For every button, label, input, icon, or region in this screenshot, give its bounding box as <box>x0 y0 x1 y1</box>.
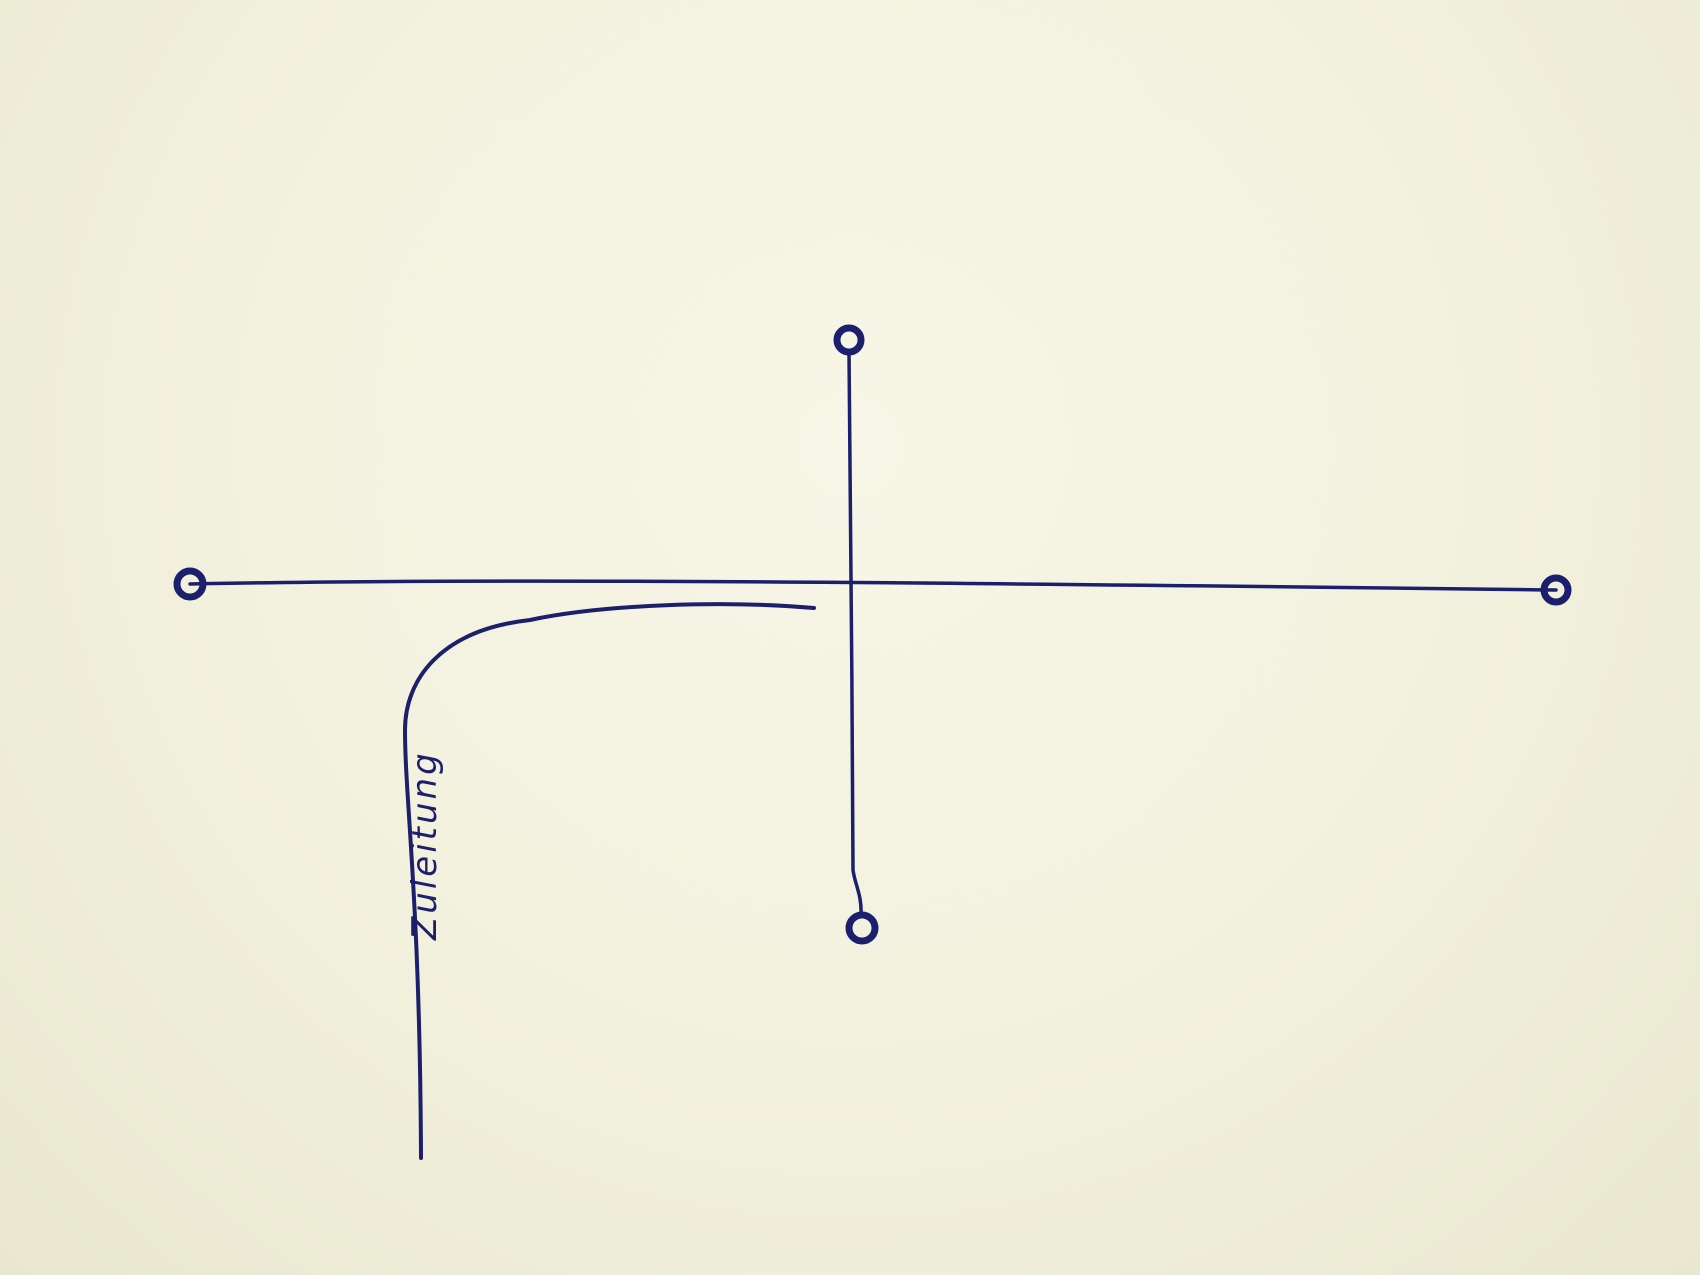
horizontal-line <box>188 579 1558 592</box>
feed-line <box>402 602 816 1160</box>
terminal-bottom <box>845 911 879 945</box>
feed-line-label: Zuleitung <box>405 750 445 940</box>
terminal-right <box>1540 574 1572 606</box>
terminal-left <box>173 567 207 601</box>
terminal-top <box>833 324 865 356</box>
vertical-line <box>847 350 863 917</box>
